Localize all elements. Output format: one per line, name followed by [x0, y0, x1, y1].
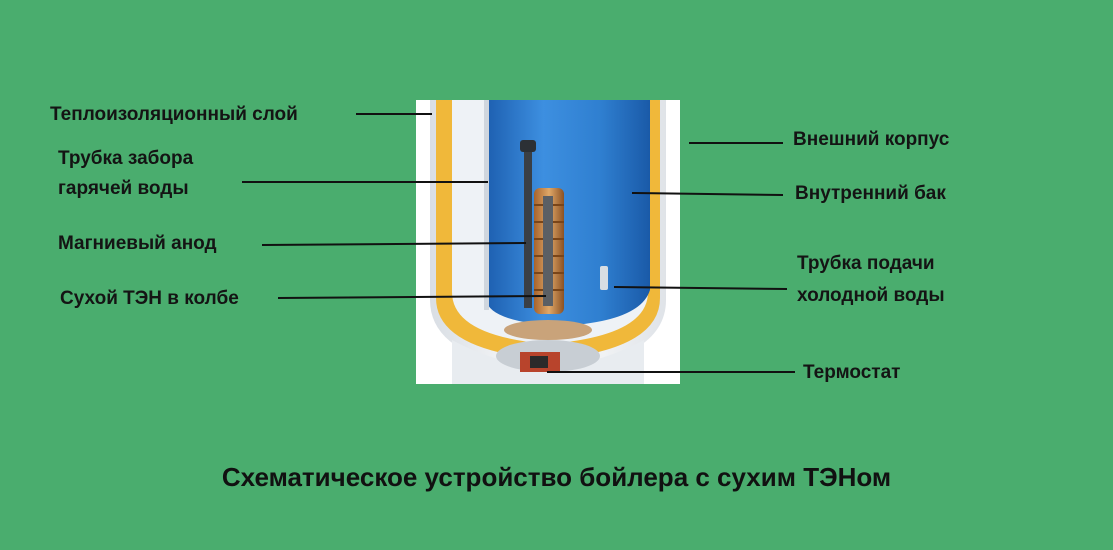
inner-tank-water: [486, 100, 650, 326]
leader-dry-element: [277, 295, 547, 299]
label-cold-pipe-line1: Трубка подачи: [797, 253, 935, 274]
label-insulation: Теплоизоляционный слой: [50, 104, 298, 125]
leader-inner-tank: [631, 192, 784, 196]
thermostat-terminal: [530, 356, 548, 368]
label-dry-element: Сухой ТЭН в колбе: [60, 288, 239, 309]
label-hot-pipe-line2: гарячей воды: [58, 178, 189, 199]
flange-base: [504, 320, 592, 340]
label-thermostat: Термостат: [803, 362, 901, 383]
leader-lines: [242, 113, 795, 373]
diagram-caption: Схематическое устройство бойлера с сухим…: [221, 462, 892, 492]
label-cold-pipe-line2: холодной воды: [797, 285, 945, 306]
label-anode: Магниевый анод: [58, 233, 217, 254]
label-outer-shell: Внешний корпус: [793, 129, 950, 150]
leader-anode: [261, 242, 527, 246]
cold-water-pipe: [600, 266, 608, 290]
leader-cold-pipe: [613, 286, 788, 290]
anode-cap: [520, 140, 536, 152]
label-hot-pipe-line1: Трубка забора: [58, 148, 194, 169]
flask-core: [543, 196, 553, 306]
label-inner-tank: Внутренний бак: [795, 183, 946, 204]
hot-water-pipe: [484, 100, 489, 310]
magnesium-anode: [524, 148, 532, 308]
